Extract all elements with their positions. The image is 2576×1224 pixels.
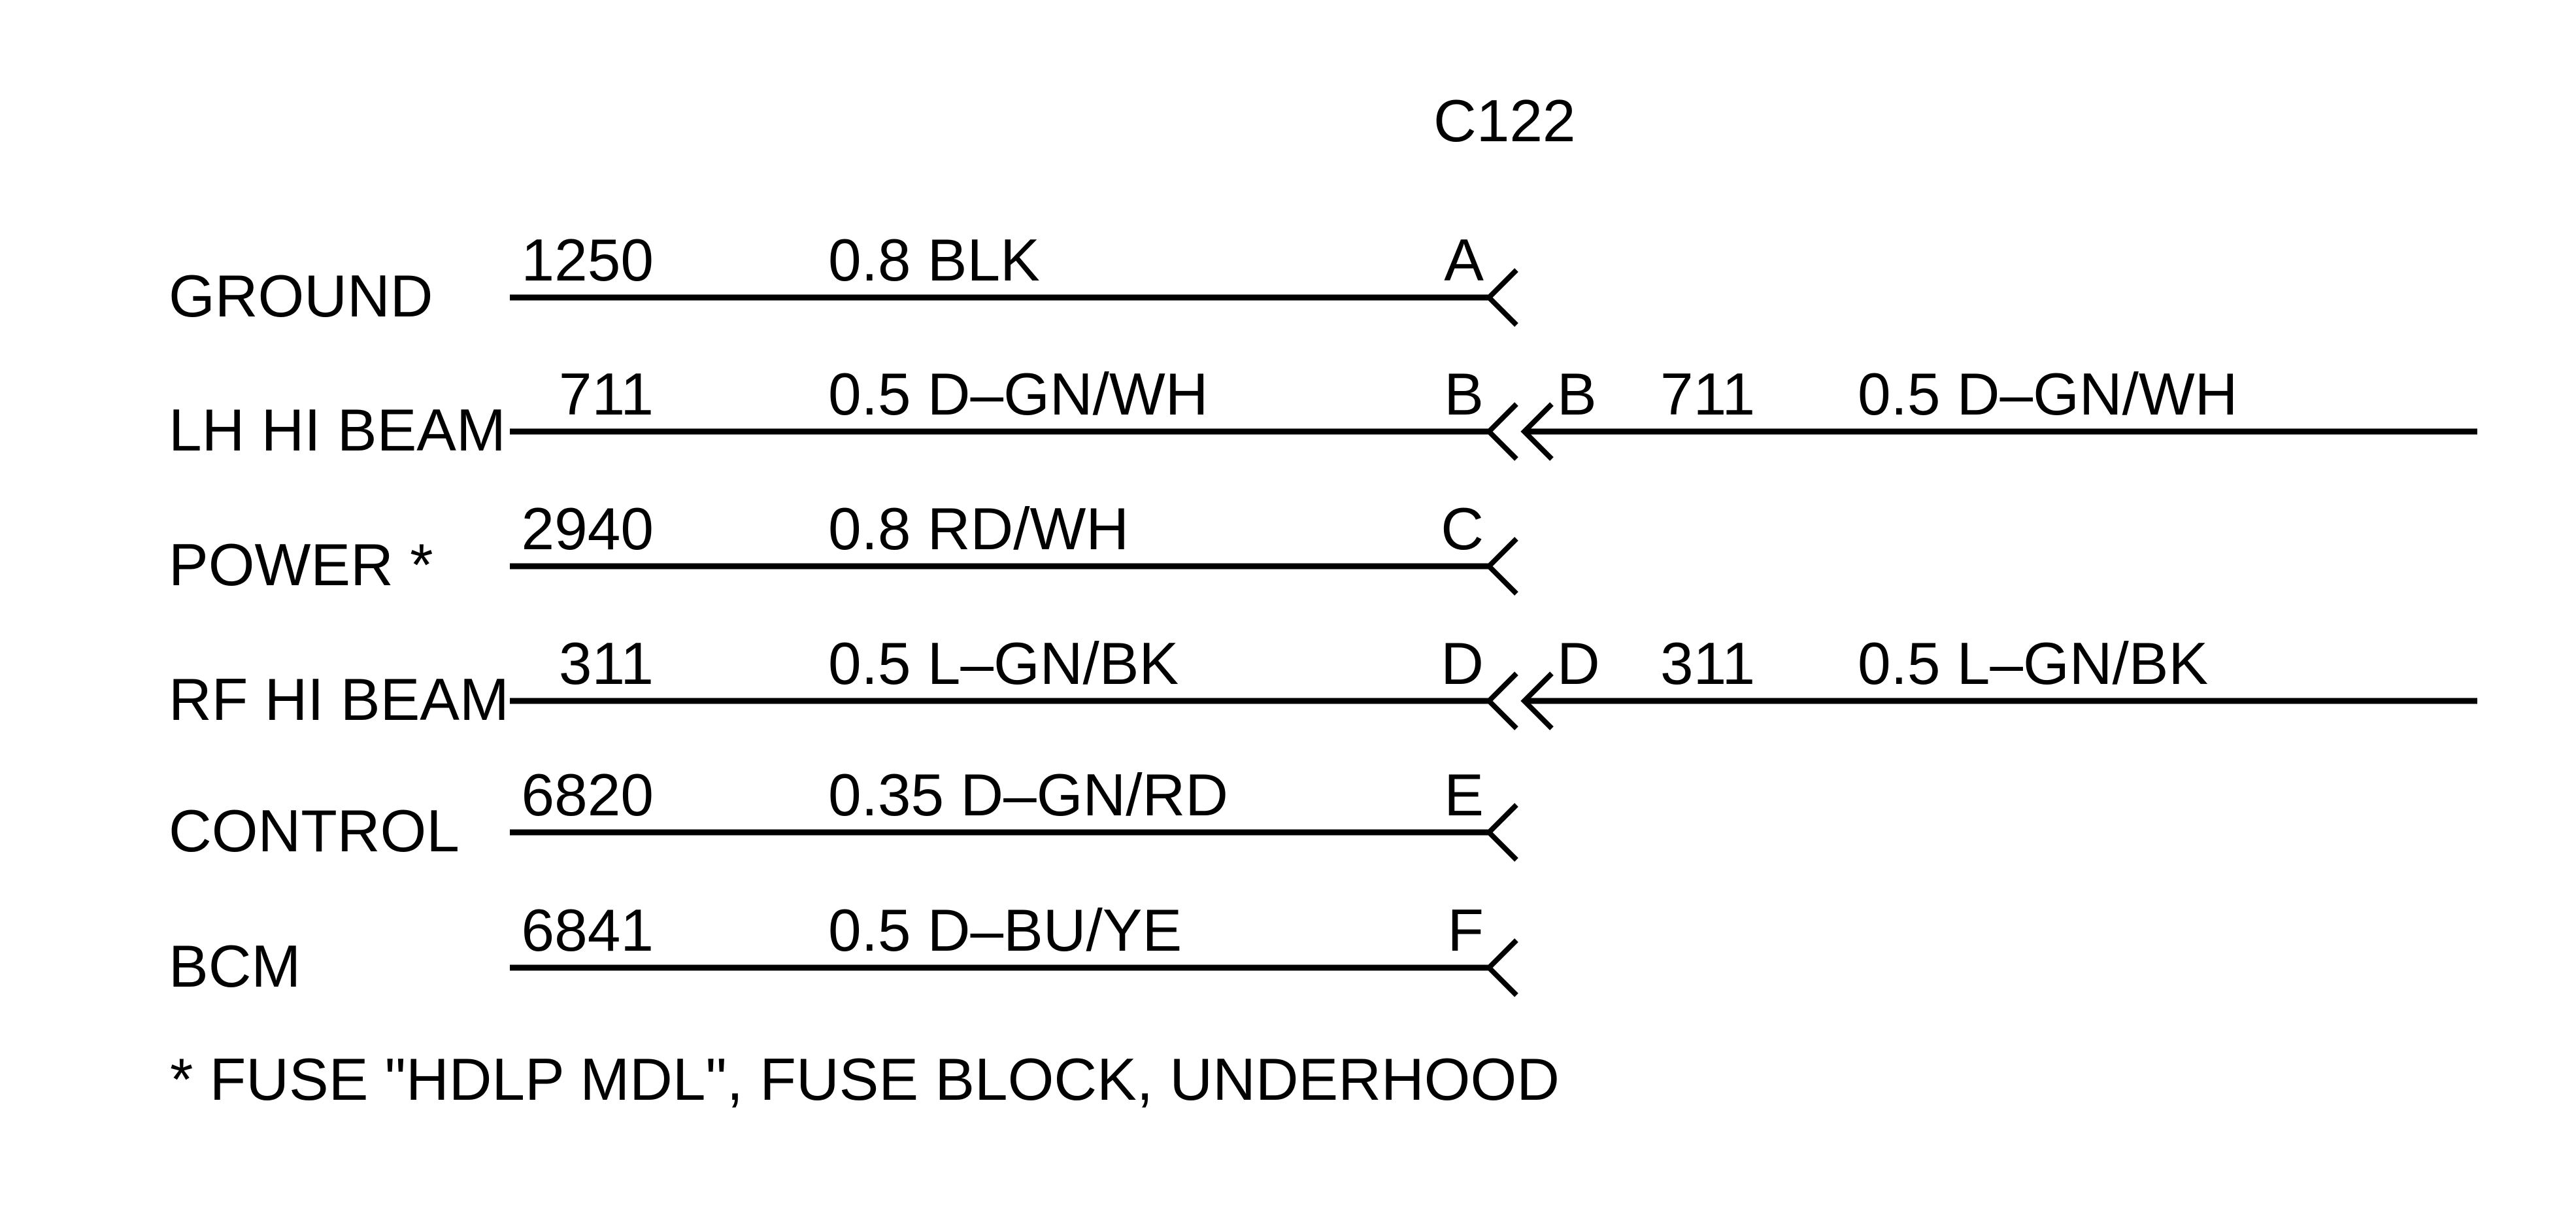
pin-letter-right: B <box>1557 362 1597 428</box>
connector-title: C122 <box>1433 88 1576 154</box>
terminal-chevron-d-left <box>1485 672 1518 730</box>
footnote: * FUSE "HDLP MDL", FUSE BLOCK, UNDERHOOD <box>170 1047 1560 1113</box>
terminal-chevron-f <box>1485 938 1518 997</box>
wire-label: BCM <box>169 934 301 1000</box>
wire-label: POWER * <box>169 532 433 598</box>
wire-color-code: 0.5 D–GN/WH <box>828 362 1209 428</box>
wire-color-code: 0.5 D–BU/YE <box>828 898 1182 964</box>
wire-color-code: 0.5 L–GN/BK <box>828 631 1179 697</box>
wire-color-code: 0.35 D–GN/RD <box>828 762 1228 828</box>
wire-color-code-right: 0.5 D–GN/WH <box>1858 362 2238 428</box>
circuit-number-right: 311 <box>1660 631 1756 697</box>
circuit-number: 311 <box>558 631 654 697</box>
pin-letter: C <box>1441 496 1484 562</box>
wire-color-code-right: 0.5 L–GN/BK <box>1858 631 2209 697</box>
pin-letter-right: D <box>1557 631 1600 697</box>
pin-letter: A <box>1444 228 1484 294</box>
terminal-chevron-a <box>1485 268 1518 327</box>
terminal-chevron-e <box>1485 803 1518 862</box>
circuit-number: 711 <box>558 362 654 428</box>
pin-letter: D <box>1441 631 1484 697</box>
pin-letter: F <box>1447 898 1484 964</box>
circuit-number: 2940 <box>521 496 654 562</box>
wire-label: LH HI BEAM <box>169 398 506 464</box>
wire-label: GROUND <box>169 264 433 330</box>
circuit-number: 6841 <box>521 898 654 964</box>
pin-letter: E <box>1444 762 1484 828</box>
wire-label: RF HI BEAM <box>169 667 509 733</box>
circuit-number: 6820 <box>521 762 654 828</box>
wire-color-code: 0.8 RD/WH <box>828 496 1129 562</box>
pin-letter: B <box>1444 362 1484 428</box>
circuit-number: 1250 <box>521 228 654 294</box>
wire-label: CONTROL <box>169 798 460 864</box>
terminal-chevron-b-left <box>1485 402 1518 461</box>
circuit-number-right: 711 <box>1660 362 1756 428</box>
wire-color-code: 0.8 BLK <box>828 228 1040 294</box>
terminal-chevron-c <box>1485 537 1518 596</box>
